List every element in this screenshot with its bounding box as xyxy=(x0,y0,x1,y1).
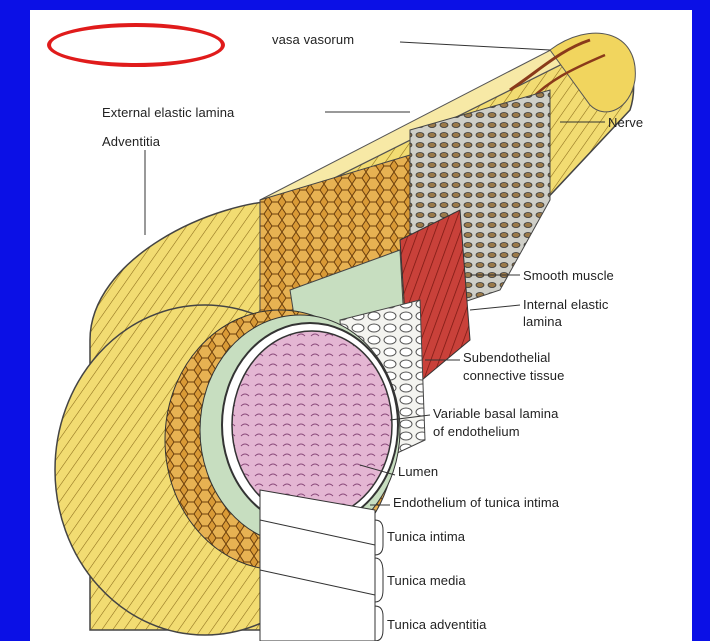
label-lumen: Lumen xyxy=(398,464,438,479)
label-tunica-intima: Tunica intima xyxy=(387,529,465,544)
label-subendothelial-1: Subendothelial xyxy=(463,350,550,365)
label-internal-elastic-lamina-2: lamina xyxy=(523,314,562,329)
label-nerve: Nerve xyxy=(608,115,643,130)
label-subendothelial-2: connective tissue xyxy=(463,368,564,383)
highlight-oval xyxy=(47,23,225,67)
label-basal-lamina-1: Variable basal lamina xyxy=(433,406,558,421)
label-tunica-adventitia: Tunica adventitia xyxy=(387,617,487,632)
label-internal-elastic-lamina-1: Internal elastic xyxy=(523,297,608,312)
diagram-panel: vasa vasorum External elastic lamina Adv… xyxy=(30,10,692,641)
label-external-elastic-lamina: External elastic lamina xyxy=(102,105,234,120)
label-vasa-vasorum: vasa vasorum xyxy=(272,32,354,47)
label-smooth-muscle: Smooth muscle xyxy=(523,268,614,283)
label-tunica-media: Tunica media xyxy=(387,573,466,588)
label-basal-lamina-2: of endothelium xyxy=(433,424,520,439)
label-adventitia: Adventitia xyxy=(102,134,160,149)
label-endothelium: Endothelium of tunica intima xyxy=(393,495,559,510)
